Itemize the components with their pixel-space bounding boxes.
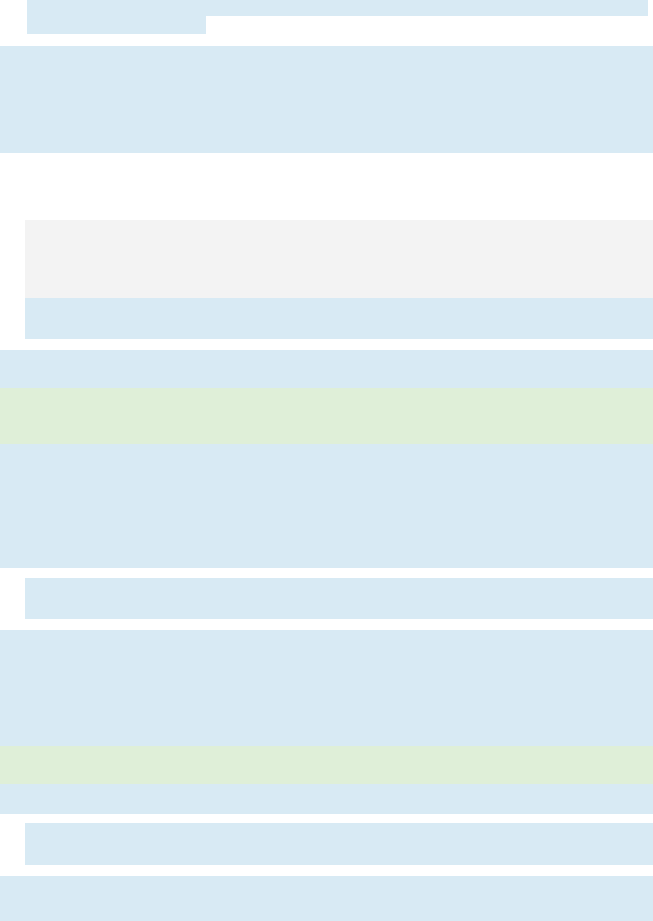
selection-block-3[interactable] — [0, 630, 653, 746]
selection-line-3[interactable] — [0, 784, 653, 814]
highlight-line-1[interactable] — [0, 388, 653, 444]
highlight-line-2[interactable] — [0, 746, 653, 784]
selection-line-indented-2[interactable] — [25, 578, 653, 619]
selection-line-top[interactable] — [27, 0, 648, 16]
selection-line-indented-3[interactable] — [25, 823, 653, 865]
gray-panel — [25, 220, 653, 298]
selection-line-top-tail[interactable] — [27, 16, 206, 34]
selection-block-1[interactable] — [0, 46, 653, 153]
selection-line-bottom[interactable] — [0, 876, 653, 921]
selection-line-2[interactable] — [0, 350, 653, 388]
selection-block-2[interactable] — [0, 444, 653, 568]
selection-line-indented-1[interactable] — [25, 298, 653, 339]
